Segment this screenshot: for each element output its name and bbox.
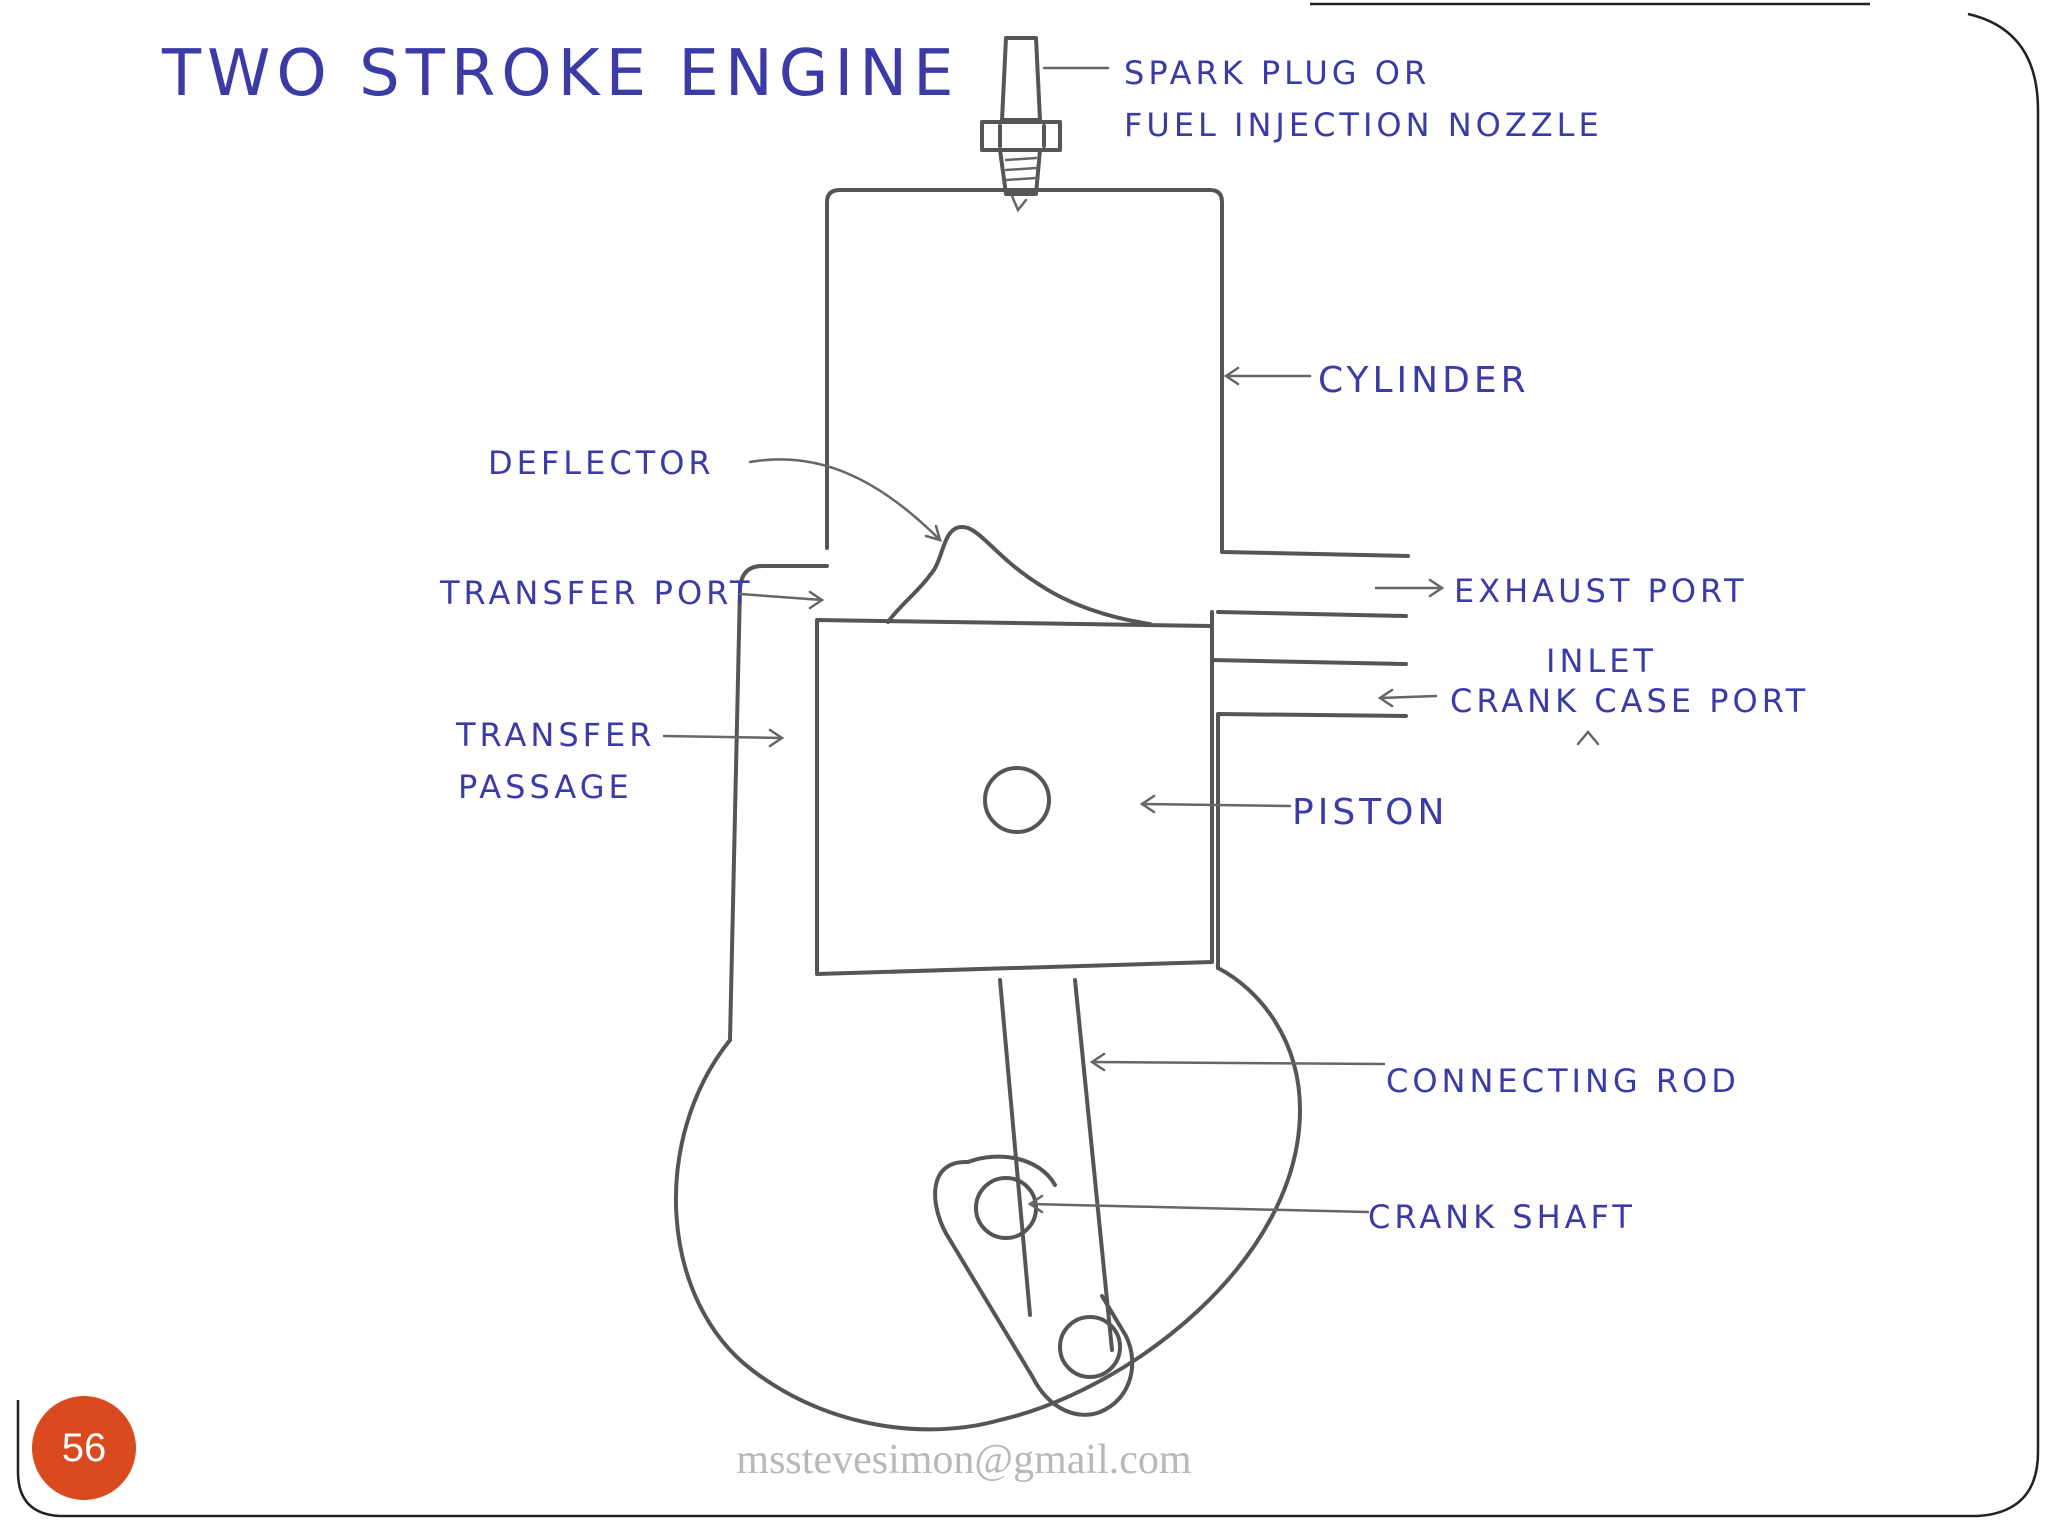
- crank-case: [674, 966, 1302, 1432]
- spark-plug: [980, 36, 1062, 213]
- label-connecting-rod: CONNECTING ROD: [1386, 1062, 1740, 1100]
- label-deflector: DEFLECTOR: [488, 444, 715, 482]
- exhaust-port-lines: [1210, 610, 1408, 666]
- watermark-email: msstevesimon@gmail.com: [736, 1437, 1192, 1483]
- connecting-rod: [998, 978, 1114, 1352]
- slide-frame: [16, 2, 2040, 1518]
- label-transfer-passage-line2: PASSAGE: [458, 768, 633, 806]
- label-transfer-port: TRANSFER PORT: [439, 574, 754, 612]
- label-crank-case-port: CRANK CASE PORT: [1450, 682, 1809, 720]
- page-number-badge: 56: [32, 1396, 136, 1500]
- label-cylinder: CYLINDER: [1318, 360, 1530, 401]
- transfer-passage-wall: [728, 564, 829, 1042]
- deflector: [886, 524, 1152, 626]
- inlet-port-lines: [1216, 712, 1408, 970]
- crank-shaft-disc: [974, 1176, 1038, 1240]
- label-piston: PISTON: [1292, 792, 1448, 833]
- label-fuel-injection-nozzle: FUEL INJECTION NOZZLE: [1124, 106, 1603, 144]
- piston-body: [815, 618, 1214, 976]
- crank-pin: [1058, 1315, 1122, 1379]
- gudgeon-pin: [983, 766, 1051, 834]
- label-spark-plug: SPARK PLUG OR: [1124, 54, 1430, 92]
- cylinder-wall: [825, 188, 1410, 558]
- diagram-title: TWO STROKE ENGINE: [161, 37, 960, 111]
- label-transfer-passage-line1: TRANSFER: [455, 716, 655, 754]
- label-crank-shaft: CRANK SHAFT: [1368, 1198, 1636, 1236]
- crank-web: [933, 1154, 1135, 1417]
- page-number: 56: [61, 1425, 107, 1470]
- label-exhaust-port: EXHAUST PORT: [1454, 572, 1747, 610]
- label-inlet: INLET: [1546, 642, 1657, 680]
